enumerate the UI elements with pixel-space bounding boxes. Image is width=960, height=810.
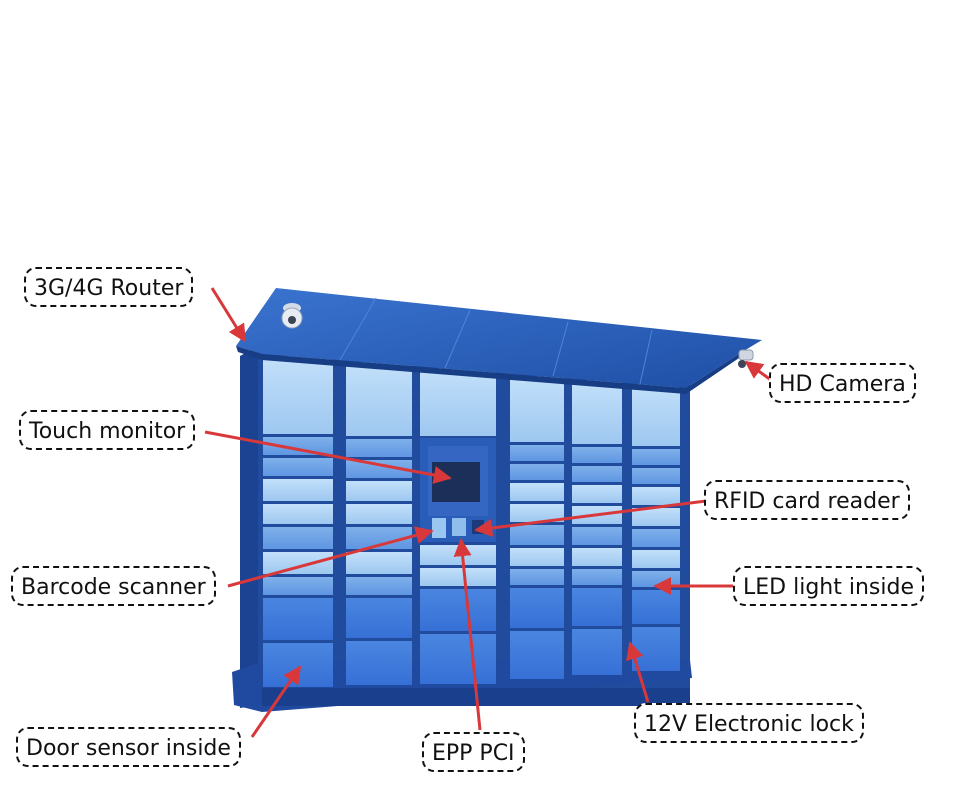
epp-keypad	[452, 518, 466, 536]
arrow-door-sensor	[250, 665, 302, 738]
label-door-sensor: Door sensor inside	[16, 727, 241, 767]
arrow-epp-pci	[453, 538, 482, 731]
roof-edge	[236, 346, 742, 394]
locker-column-center	[420, 368, 496, 684]
roof-canopy	[236, 288, 762, 394]
label-hd-camera: HD Camera	[769, 363, 916, 403]
locker-column-5	[572, 380, 622, 675]
arrow-barcode-scanner	[227, 526, 434, 588]
locker-column-1	[263, 356, 333, 687]
arrow-electronic-lock	[626, 641, 650, 703]
hd-camera-icon	[738, 349, 754, 368]
rfid-reader-pad	[472, 520, 484, 534]
label-epp-pci: EPP PCI	[422, 732, 525, 772]
touch-monitor-screen	[432, 462, 480, 502]
label-led-light: LED light inside	[733, 566, 924, 606]
locker-column-6	[632, 384, 680, 671]
arrow-touch-monitor	[204, 430, 452, 484]
barcode-scanner-slot	[432, 518, 446, 538]
label-electronic-lock: 12V Electronic lock	[634, 703, 864, 743]
label-barcode-scanner: Barcode scanner	[11, 566, 216, 606]
label-rfid-reader: RFID card reader	[704, 480, 910, 520]
locker-column-2	[346, 362, 412, 685]
locker-body	[232, 344, 692, 712]
arrows	[204, 287, 772, 738]
dome-camera-icon	[281, 303, 303, 329]
locker-column-4	[510, 376, 564, 679]
locker-side-panel	[240, 344, 262, 708]
label-router: 3G/4G Router	[24, 267, 194, 307]
arrow-router	[210, 287, 247, 343]
label-touch-monitor: Touch monitor	[19, 410, 196, 450]
arrow-rfid-reader	[474, 499, 707, 537]
arrow-hd-camera	[744, 360, 772, 382]
